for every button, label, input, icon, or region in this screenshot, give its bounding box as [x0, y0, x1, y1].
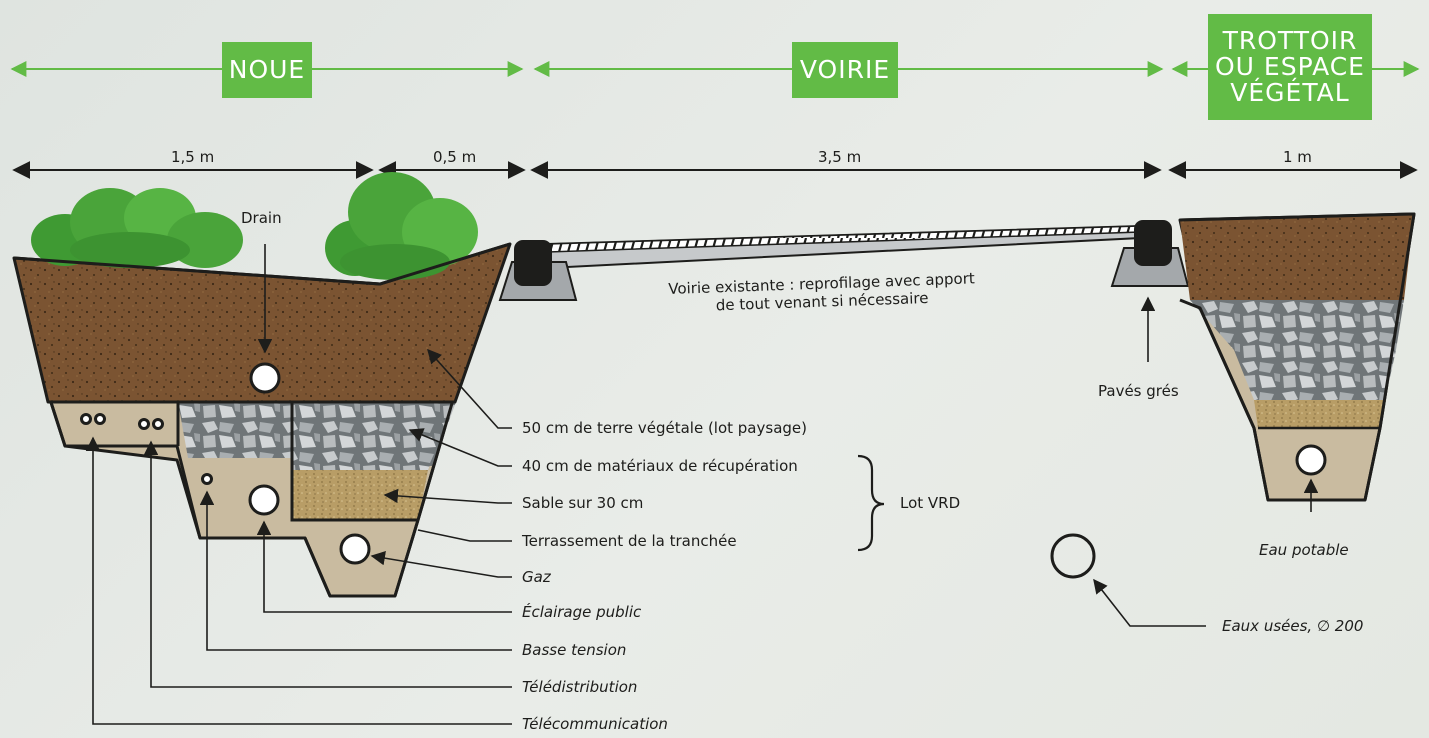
- label-sable: Sable sur 30 cm: [522, 494, 644, 512]
- zone-label-voirie-text: VOIRIE: [799, 55, 891, 84]
- label-telecommunication: Télécommunication: [522, 715, 668, 733]
- label-teledistribution: Télédistribution: [522, 678, 638, 696]
- bush-right-icon: [325, 172, 478, 280]
- eau-potable-pipe-icon: [1295, 444, 1327, 476]
- dimension-noue-width: 1,5 m: [171, 148, 215, 166]
- zone-label-noue-text: NOUE: [228, 55, 306, 84]
- zone-label-trottoir-line2: OU ESPACE: [1215, 52, 1365, 81]
- teledistribution-duct-icon-2: [152, 418, 164, 430]
- sand-layer: [292, 470, 428, 520]
- label-paves-gres: Pavés grés: [1098, 382, 1179, 400]
- leader-lines: [85, 244, 1319, 725]
- zone-label-voirie: VOIRIE: [792, 42, 898, 98]
- label-eclairage-public: Éclairage public: [522, 603, 642, 621]
- label-materiaux: 40 cm de matériaux de récupération: [522, 457, 798, 475]
- dimension-voirie-width: 3,5 m: [818, 148, 862, 166]
- label-eau-potable: Eau potable: [1259, 541, 1349, 559]
- label-gaz: Gaz: [522, 568, 551, 586]
- zone-label-noue: NOUE: [222, 42, 312, 98]
- pipes: [80, 362, 1327, 579]
- label-drain: Drain: [241, 209, 282, 227]
- zone-label-trottoir: TROTTOIR OU ESPACE VÉGÉTAL: [1208, 14, 1372, 120]
- telecom-duct-icon-2: [94, 413, 106, 425]
- zone-label-trottoir-line1: TROTTOIR: [1222, 26, 1358, 55]
- gaz-pipe-icon: [339, 533, 371, 565]
- basse-tension-duct-icon: [201, 473, 213, 485]
- label-eaux-usees: Eaux usées, ∅ 200: [1222, 617, 1364, 635]
- curb-left-icon: [498, 240, 578, 301]
- label-basse-tension: Basse tension: [522, 641, 627, 659]
- bush-left-icon: [31, 188, 243, 268]
- lot-vrd-brace: [857, 454, 885, 552]
- dimension-trottoir-width: 1 m: [1283, 148, 1312, 166]
- drain-pipe-icon: [249, 362, 281, 394]
- teledistribution-duct-icon: [138, 418, 150, 430]
- curb-right-icon: [1110, 220, 1190, 287]
- zone-label-trottoir-line3: VÉGÉTAL: [1230, 78, 1350, 107]
- eaux-usees-pipe-icon: [1050, 533, 1096, 579]
- dimension-noue-shoulder: 0,5 m: [433, 148, 477, 166]
- telecom-duct-icon: [80, 413, 92, 425]
- eclairage-pipe-icon: [248, 484, 280, 516]
- label-terrassement: Terrassement de la tranchée: [522, 532, 737, 550]
- label-lot-vrd: Lot VRD: [900, 494, 961, 512]
- label-terre-vegetale: 50 cm de terre végétale (lot paysage): [522, 419, 807, 437]
